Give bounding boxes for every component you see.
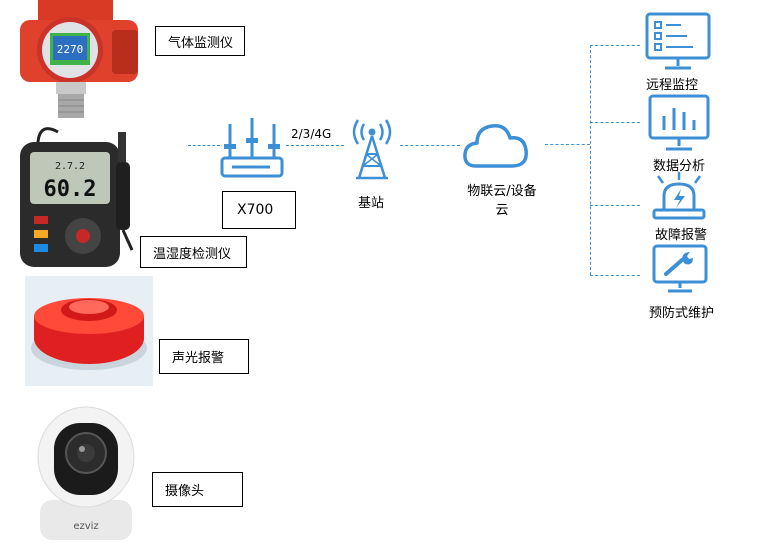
- services-bus: [590, 45, 591, 275]
- monitor-checklist-icon: [645, 12, 711, 70]
- bar-chart-icon: [648, 94, 710, 151]
- camera-label-box: 摄像头: [152, 472, 243, 507]
- router-label-box: X700: [222, 191, 296, 229]
- alarm-siren-icon: [652, 172, 706, 220]
- cloud-label-line1: 物联云/设备: [467, 184, 537, 199]
- gas-monitor-image: 2270: [20, 0, 138, 118]
- service-label-data-analysis: 数据分析: [653, 159, 706, 174]
- thermo-reading-top: 2.7.2: [55, 161, 85, 172]
- router-icon: [220, 118, 284, 178]
- camera-label: 摄像头: [165, 484, 205, 499]
- service-label-fault-alarm: 故障报警: [655, 228, 708, 243]
- sound-light-alarm-image: [25, 276, 153, 386]
- thermo-reading-main: 60.2: [44, 177, 97, 202]
- link-devices-router: [188, 145, 220, 146]
- service-label-preventive-maintenance: 预防式维护: [649, 306, 715, 321]
- link-cloud-bus: [545, 144, 590, 145]
- thermo-hygrometer-image: 2.7.2 60.2: [20, 127, 134, 267]
- cloud-label-line2: 云: [495, 203, 509, 218]
- base-station-label: 基站: [358, 196, 385, 211]
- cloud-label: 物联云/设备 云: [457, 180, 547, 218]
- camera-brand-logo: ezviz: [73, 521, 98, 532]
- base-station-icon: [352, 119, 392, 180]
- sound-light-alarm-label-box: 声光报警: [159, 339, 249, 374]
- camera-image: ezviz: [37, 406, 135, 540]
- link-bus-alarm: [590, 205, 640, 206]
- sound-light-alarm-label: 声光报警: [172, 351, 225, 366]
- router-label: X700: [237, 202, 274, 218]
- cloud-icon: [463, 124, 528, 168]
- link-bus-analysis: [590, 122, 640, 123]
- link-router-tower: [286, 145, 344, 146]
- wrench-icon: [652, 244, 708, 293]
- service-label-remote-monitoring: 远程监控: [646, 78, 699, 93]
- link-bus-maintenance: [590, 275, 640, 276]
- gas-monitor-label: 气体监测仪: [168, 35, 234, 51]
- link-tower-cloud: [400, 145, 460, 146]
- thermo-hygrometer-label-box: 温湿度检测仪: [140, 236, 247, 268]
- thermo-hygrometer-label: 温湿度检测仪: [153, 246, 232, 262]
- link-bus-remote: [590, 45, 640, 46]
- link-type-label: 2/3/4G: [291, 127, 332, 141]
- gas-monitor-label-box: 气体监测仪: [155, 26, 245, 56]
- gas-monitor-screen-value: 2270: [57, 43, 84, 56]
